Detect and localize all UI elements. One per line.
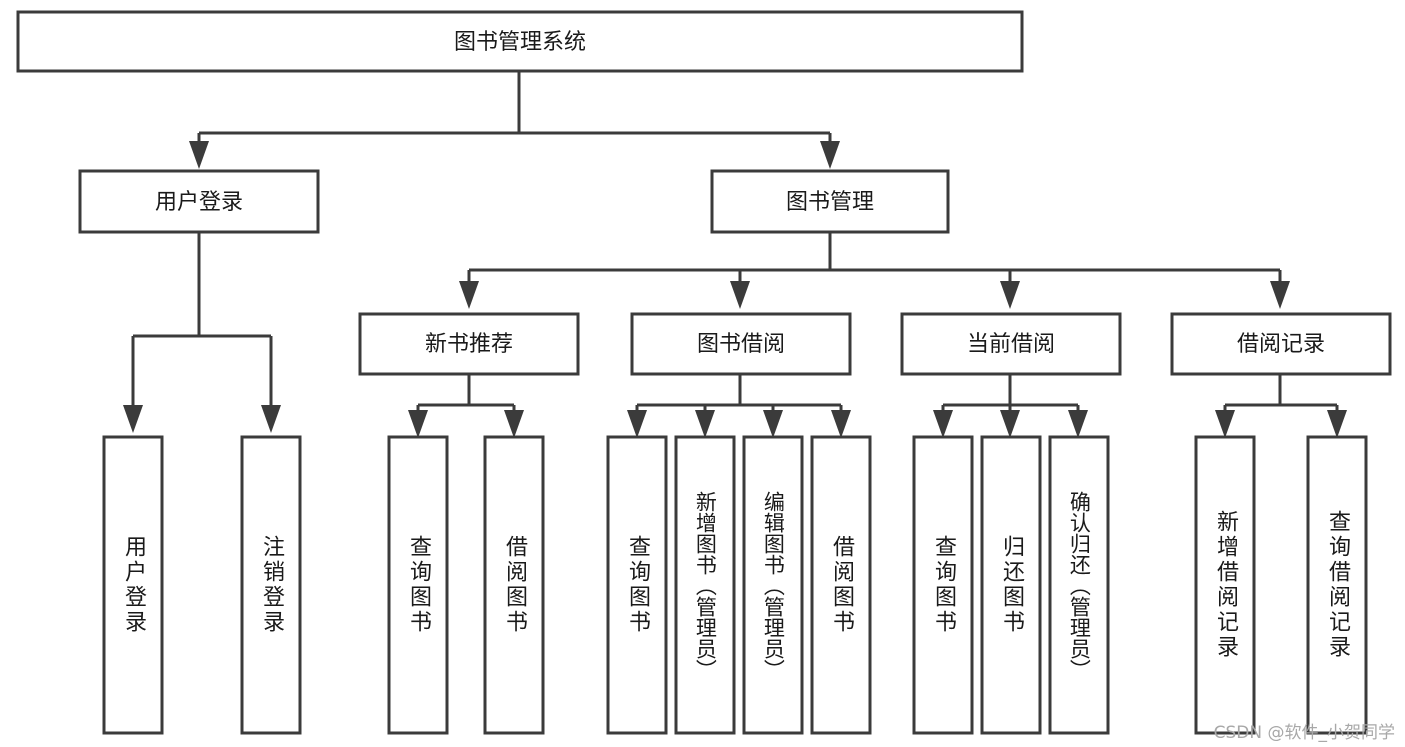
node-leaf-query-book-3[interactable] (912, 435, 974, 735)
arrow-to-borrow-record (1270, 281, 1290, 309)
node-leaf-query-record[interactable] (1306, 435, 1368, 735)
node-borrow-record-label: 借阅记录 (1237, 332, 1325, 357)
arrow-to-leaf-query-record (1327, 410, 1347, 438)
arrow-to-leaf-edit-book (763, 410, 783, 438)
node-leaf-edit-book[interactable] (742, 435, 804, 735)
connector-book-manage-children (467, 232, 1282, 281)
arrow-to-leaf-borrow-book-2 (831, 410, 851, 438)
node-leaf-query-book-1[interactable] (387, 435, 449, 735)
arrow-to-leaf-query-book-2 (627, 410, 647, 438)
node-leaf-add-book[interactable] (674, 435, 736, 735)
node-leaf-borrow-book-2[interactable] (810, 435, 872, 735)
arrow-to-leaf-logout (261, 405, 281, 433)
node-leaf-user-login[interactable] (102, 435, 164, 735)
connector-current-borrow-children (941, 374, 1080, 410)
node-leaf-return-book[interactable] (980, 435, 1042, 735)
node-current-borrow-label: 当前借阅 (967, 332, 1055, 357)
arrow-to-leaf-add-book (695, 410, 715, 438)
arrow-to-book-borrow (730, 281, 750, 309)
node-book-manage[interactable]: 图书管理 (710, 169, 950, 234)
arrow-to-leaf-add-record (1215, 410, 1235, 438)
node-user-login[interactable]: 用户登录 (78, 169, 320, 234)
node-borrow-record[interactable]: 借阅记录 (1170, 312, 1392, 376)
arrow-to-current-borrow (1000, 281, 1020, 309)
node-current-borrow[interactable]: 当前借阅 (900, 312, 1122, 376)
connector-book-borrow-children (635, 374, 843, 410)
arrow-to-user-login (189, 141, 209, 169)
arrow-to-leaf-query-book-3 (933, 410, 953, 438)
node-root[interactable]: 图书管理系统 (16, 10, 1024, 73)
node-book-borrow[interactable]: 图书借阅 (630, 312, 852, 376)
connector-new-book-rec-children (416, 374, 516, 410)
node-new-book-rec-label: 新书推荐 (425, 332, 513, 357)
arrow-to-leaf-borrow-book-1 (504, 410, 524, 438)
connector-root-to-level1 (197, 71, 832, 141)
node-user-login-label: 用户登录 (155, 190, 243, 215)
arrow-to-book-manage (820, 141, 840, 169)
node-leaf-confirm-return[interactable] (1048, 435, 1110, 735)
arrow-to-leaf-return-book (1000, 410, 1020, 438)
node-new-book-rec[interactable]: 新书推荐 (358, 312, 580, 376)
connector-borrow-record-children (1223, 374, 1339, 410)
node-leaf-borrow-book-1[interactable] (483, 435, 545, 735)
node-root-label: 图书管理系统 (454, 30, 586, 55)
arrow-to-new-book-rec (459, 281, 479, 309)
node-leaf-query-book-2[interactable] (606, 435, 668, 735)
node-book-manage-label: 图书管理 (786, 190, 874, 215)
node-leaf-logout[interactable] (240, 435, 302, 735)
csdn-watermark: CSDN @软件_小贺同学 (1213, 723, 1395, 743)
arrow-to-leaf-confirm-return (1068, 410, 1088, 438)
node-book-borrow-label: 图书借阅 (697, 332, 785, 357)
connector-user-login-children (131, 232, 273, 405)
node-leaf-add-record[interactable] (1194, 435, 1256, 735)
arrow-to-leaf-user-login (123, 405, 143, 433)
arrow-to-leaf-query-book-1 (408, 410, 428, 438)
